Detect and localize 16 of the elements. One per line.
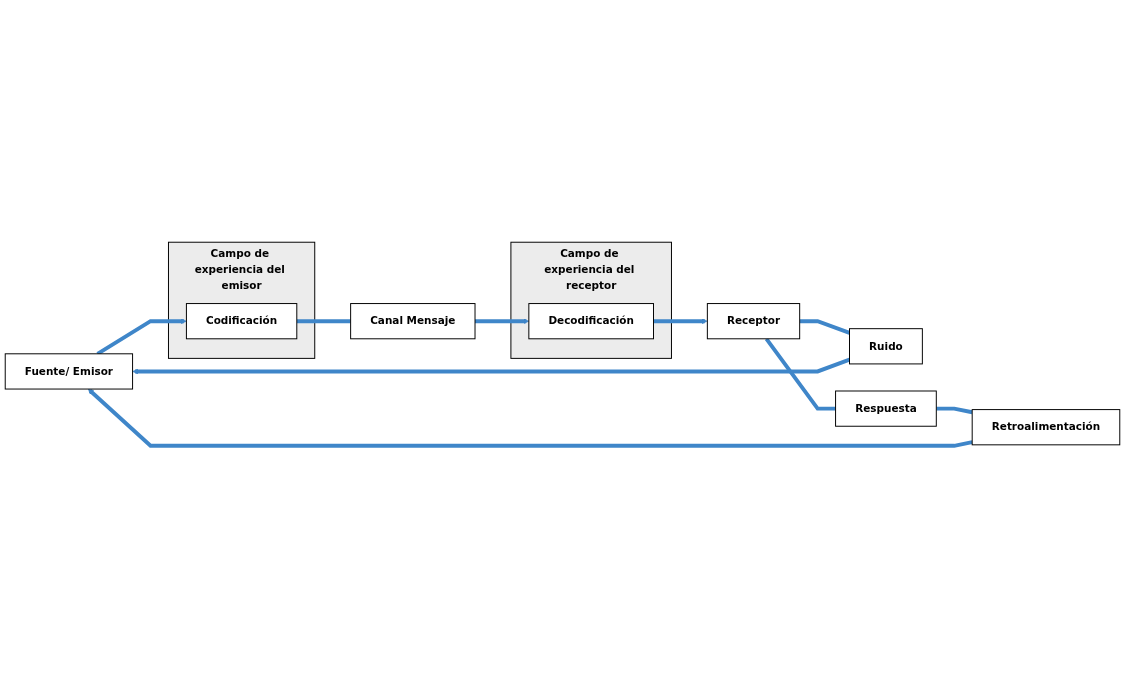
connector — [764, 337, 836, 411]
arrow — [475, 318, 530, 325]
connector — [296, 319, 351, 324]
arrow — [87, 388, 973, 448]
arrow — [132, 357, 851, 375]
node-box: Fuente/ Emisor — [4, 353, 134, 390]
node-box: Respuesta — [835, 390, 937, 427]
node-box: Canal Mensaje — [350, 303, 476, 340]
node-box: Codificación — [185, 303, 298, 340]
arrow — [653, 318, 708, 325]
connector — [936, 406, 973, 415]
node-box: Receptor — [706, 303, 801, 340]
connector — [799, 319, 851, 335]
node-box: Retroalimentación — [971, 409, 1121, 446]
node-box: Decodificación — [528, 303, 654, 340]
node-box: Ruido — [849, 328, 923, 365]
